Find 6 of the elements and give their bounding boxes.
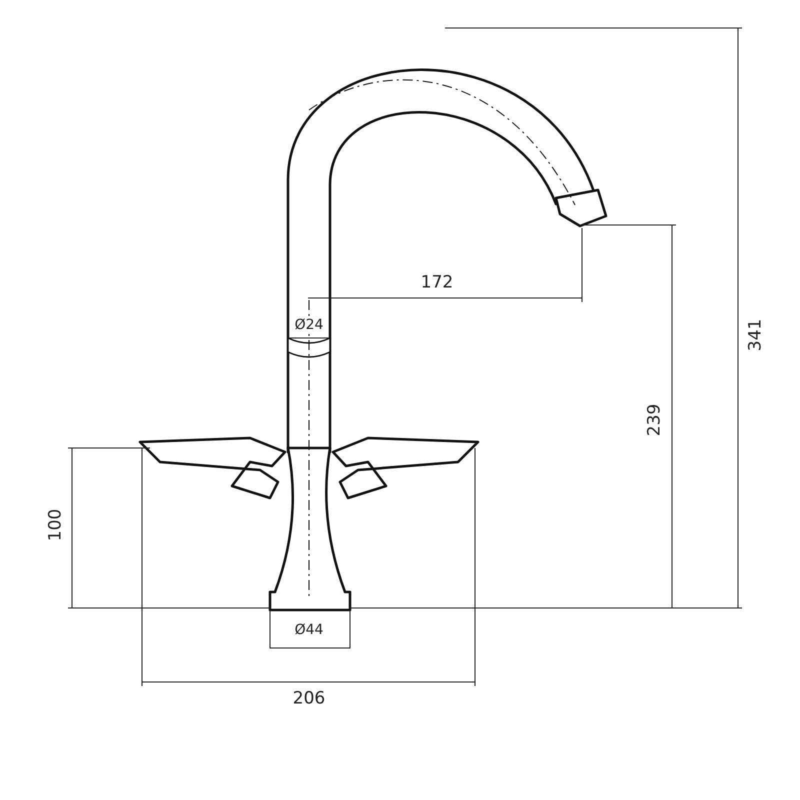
dimension-label: 239 (646, 404, 664, 436)
dimension-label: 100 (48, 508, 64, 542)
dimension-label: 341 (748, 318, 764, 352)
dimension-label: 172 (420, 274, 454, 292)
dimension-label: 206 (292, 690, 326, 708)
dimension-label: Ø24 (292, 317, 326, 333)
